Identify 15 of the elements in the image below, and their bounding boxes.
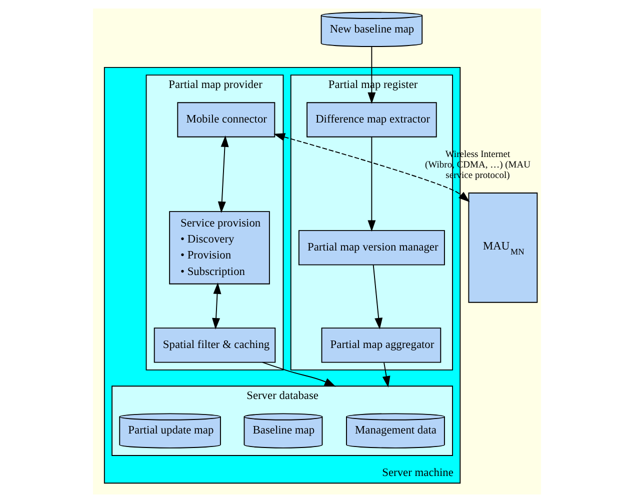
node-box: Difference map extractor [306,102,436,138]
arrow [212,282,221,330]
arrow [372,264,382,330]
arrow [261,362,336,387]
arrow [217,136,228,213]
arrow [367,46,376,104]
node-box: Partial map version manager [298,230,444,266]
node-box: Partial map aggregator [320,328,441,363]
node-box: Service provision • Discovery • Provision • Subscription [168,211,270,284]
node-box: MAU$_{MN}$ [468,192,538,303]
node-box: Mobile connector [176,102,275,138]
arrow [367,136,376,232]
node-box: Spatial filter & caching [153,328,276,363]
arrow [382,362,390,388]
arrow [273,133,470,202]
